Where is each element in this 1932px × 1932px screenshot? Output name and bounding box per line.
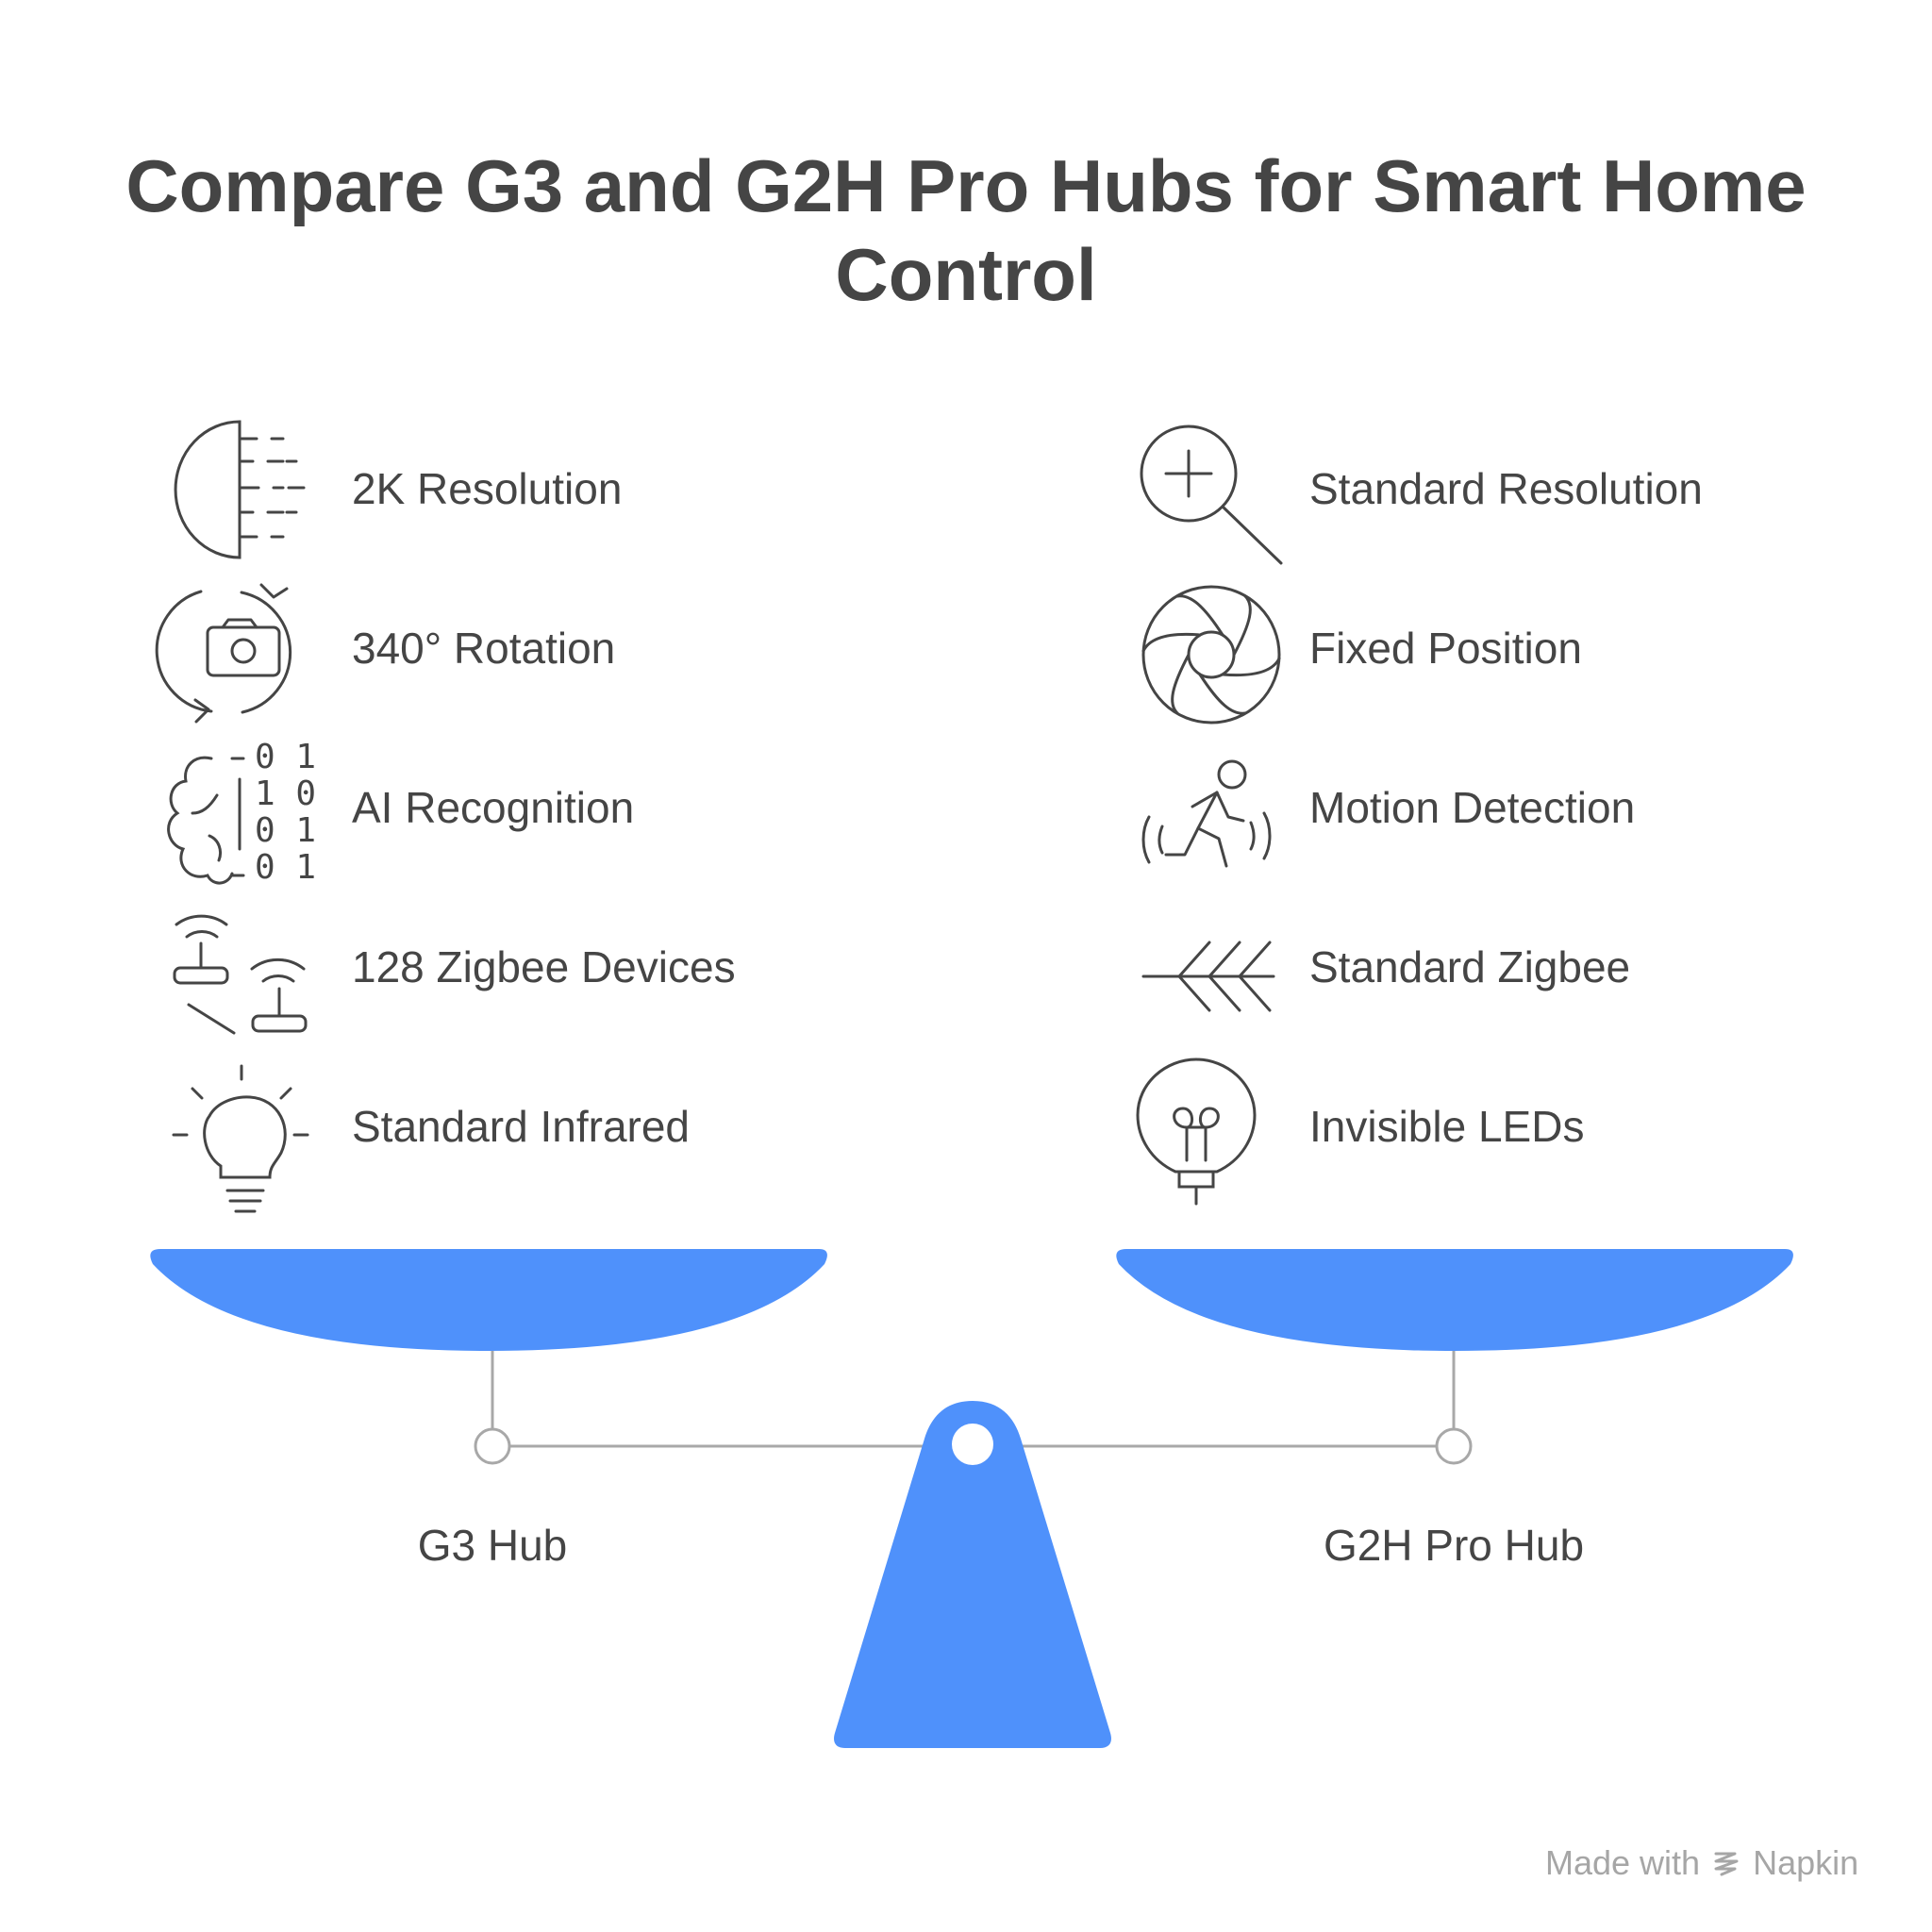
binary-digits: 0 1 1 0 0 1 0 1	[255, 738, 316, 887]
left-feature-2-label: 340° Rotation	[352, 624, 616, 673]
left-feature-3-label: AI Recognition	[352, 783, 635, 832]
right-hub-label: G2H Pro Hub	[1323, 1521, 1585, 1570]
left-feature-1-label: 2K Resolution	[352, 464, 623, 513]
zigbee-devices-icon	[173, 914, 308, 1035]
right-feature-1-label: Standard Resolution	[1309, 464, 1703, 513]
left-scale-pan	[150, 1249, 827, 1351]
footer-prefix: Made with	[1545, 1843, 1701, 1882]
balance-scale	[150, 1249, 1793, 1748]
right-feature-3-label: Motion Detection	[1309, 783, 1636, 832]
light-bulb-rays-icon	[172, 1064, 309, 1213]
right-feature-5-label: Invisible LEDs	[1309, 1102, 1585, 1151]
page-title: Compare G3 and G2H Pro Hubs for Smart Ho…	[125, 144, 1807, 316]
footer-brand: Napkin	[1753, 1843, 1859, 1882]
zoom-in-magnifier-icon	[1140, 425, 1283, 565]
svg-text:0 1: 0 1	[255, 738, 316, 776]
running-person-motion-icon	[1141, 759, 1272, 868]
left-feature-5-label: Standard Infrared	[352, 1102, 691, 1151]
right-feature-4-label: Standard Zigbee	[1309, 942, 1631, 991]
scale-fulcrum	[834, 1401, 1111, 1748]
rotating-camera-icon	[155, 583, 292, 724]
camera-aperture-icon	[1141, 585, 1281, 724]
right-feature-2-label: Fixed Position	[1309, 624, 1582, 673]
svg-text:1 0: 1 0	[255, 774, 316, 813]
half-circle-dashes-icon	[174, 420, 306, 559]
brain-binary-icon	[167, 756, 245, 885]
footer: Made with Napkin	[1545, 1843, 1858, 1883]
led-bulb-icon	[1136, 1058, 1257, 1206]
left-feature-4-label: 128 Zigbee Devices	[352, 942, 736, 991]
svg-text:0 1: 0 1	[255, 848, 316, 887]
right-scale-pan	[1116, 1249, 1793, 1351]
svg-text:0 1: 0 1	[255, 811, 316, 850]
napkin-logo-icon	[1714, 1852, 1739, 1876]
arrow-chevrons-icon	[1141, 941, 1275, 1012]
left-hub-label: G3 Hub	[417, 1521, 568, 1570]
